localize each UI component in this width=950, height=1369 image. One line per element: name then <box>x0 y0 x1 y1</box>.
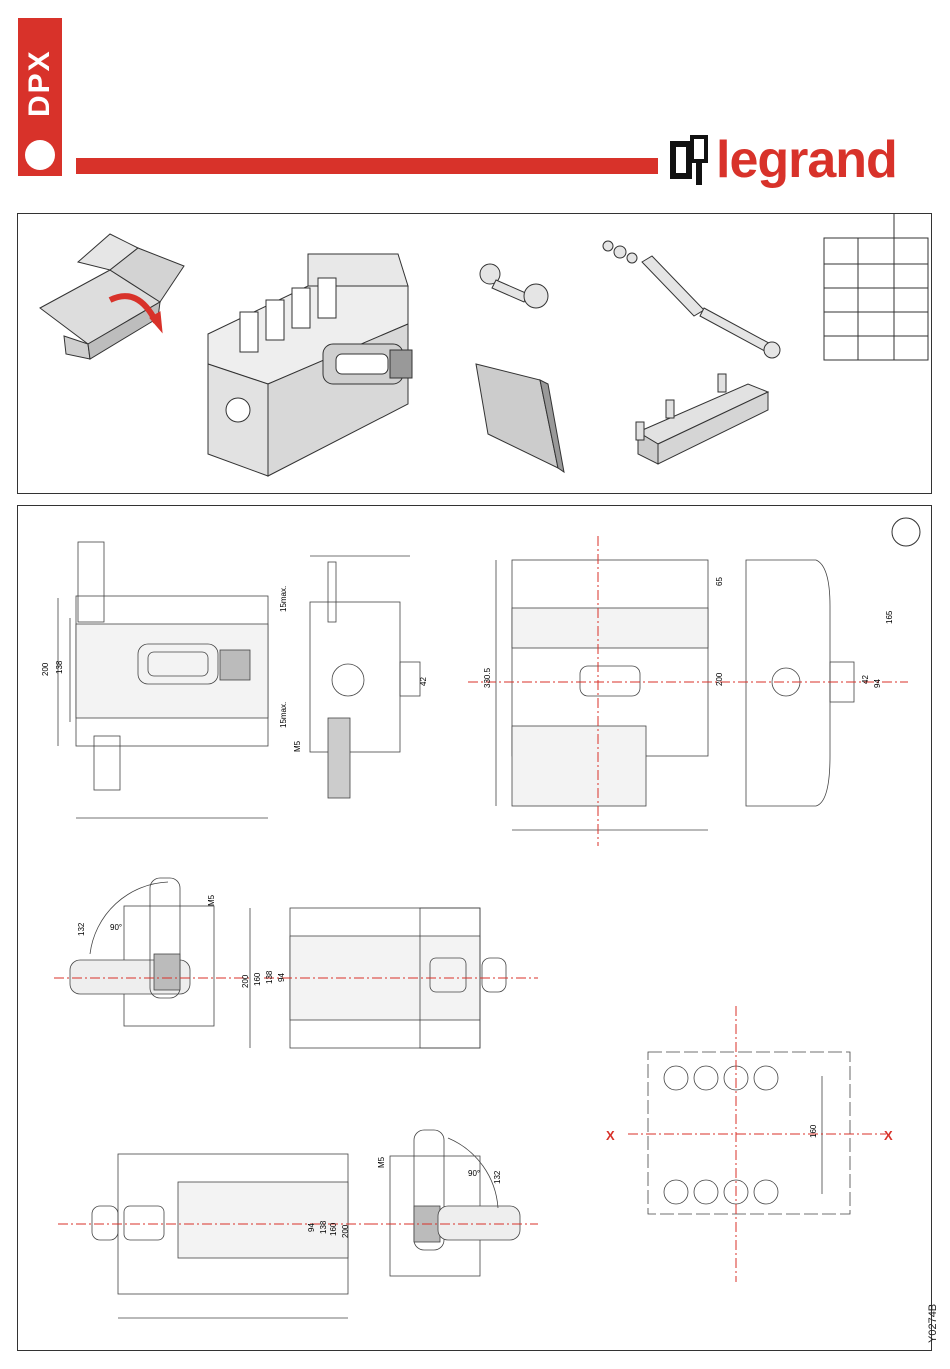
side-dim-knob: 42 <box>419 677 428 686</box>
front-handle-dim-d: 94 <box>277 973 286 982</box>
right-dim-a: 165 <box>885 610 894 624</box>
cover-plate <box>476 364 564 472</box>
series-tab: DPX <box>18 18 62 176</box>
left-handle-dim-a: 132 <box>77 922 86 936</box>
side-dim-screw: M5 <box>293 740 302 752</box>
brand-logo: legrand <box>670 125 897 195</box>
rear-dim-mid: 200 <box>715 672 724 686</box>
front-handle-dim-a: 200 <box>241 974 250 988</box>
series-label: DPX <box>18 38 62 128</box>
rod-part <box>603 241 780 358</box>
dimensions-panel: 200 138 15max. 15max. M5 42 330.5 200 65 <box>17 505 932 1351</box>
right-dim-b: 94 <box>873 679 882 688</box>
left-handle-view <box>70 878 214 1026</box>
switch-device <box>208 254 412 476</box>
bottom-side-dim-a: 132 <box>493 1170 502 1184</box>
side-view <box>310 556 420 798</box>
brand-mark-icon <box>670 135 708 185</box>
contents-drawing <box>18 214 931 493</box>
rear-dim-total: 330.5 <box>483 667 492 688</box>
rear-view <box>496 560 708 830</box>
right-dim-c: 42 <box>861 675 870 684</box>
front-handle-dim-c: 138 <box>265 970 274 984</box>
template-axis-right: X <box>884 1128 893 1143</box>
header-bar <box>76 158 658 174</box>
dimensions-drawing: 200 138 15max. 15max. M5 42 330.5 200 65 <box>18 506 931 1350</box>
bottom-front-dim-a: 94 <box>307 1223 316 1232</box>
series-dot <box>25 140 55 170</box>
template-dim-height: 160 <box>809 1124 818 1138</box>
front-dim-inner: 138 <box>55 660 64 674</box>
bottom-front-view <box>92 1154 348 1318</box>
bottom-side-dim-b: 90° <box>468 1169 480 1178</box>
side-dim-bottom: 15max. <box>279 702 288 728</box>
screw-part <box>480 264 548 308</box>
bottom-front-dim-b: 138 <box>319 1220 328 1234</box>
bottom-front-dim-d: 200 <box>341 1224 350 1238</box>
front-handle-dim-b: 160 <box>253 972 262 986</box>
document-code: Y0274B <box>918 1283 948 1363</box>
rear-dim-top: 65 <box>715 577 724 586</box>
drilling-template <box>648 1052 850 1214</box>
terminal-shield <box>636 374 768 464</box>
brand-name: legrand <box>716 134 897 186</box>
bottom-side-view <box>390 1130 520 1276</box>
bottom-side-dim-screw: M5 <box>377 1156 386 1168</box>
side-dim-top: 15max. <box>279 586 288 612</box>
right-view <box>746 560 854 806</box>
bottom-front-dim-c: 160 <box>329 1222 338 1236</box>
left-handle-dim-b: 90° <box>110 923 122 932</box>
quantity-table <box>824 214 928 360</box>
front-view <box>58 542 268 818</box>
contents-panel <box>17 213 932 494</box>
front-dim-total: 200 <box>41 662 50 676</box>
template-axis-left: X <box>606 1128 615 1143</box>
left-handle-dim-screw: M5 <box>207 894 216 906</box>
box-open-icon <box>40 234 184 359</box>
